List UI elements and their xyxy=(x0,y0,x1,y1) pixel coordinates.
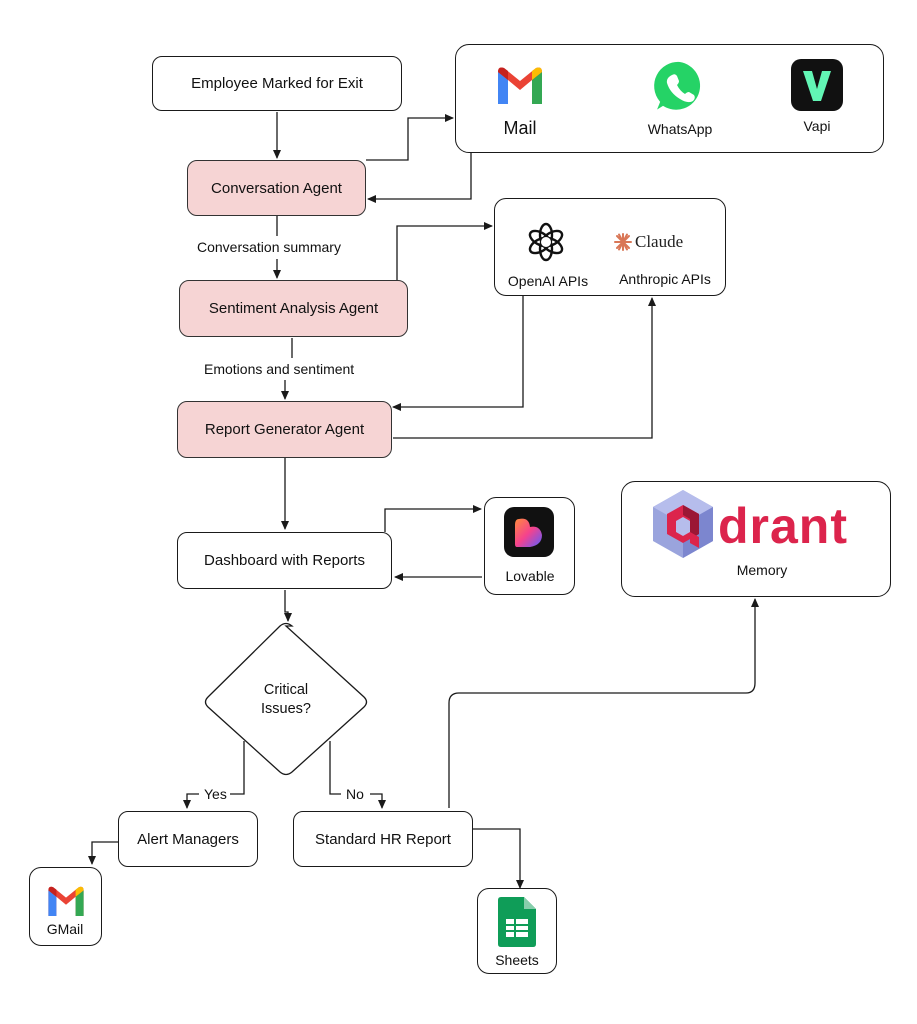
memory-label: Memory xyxy=(736,562,788,578)
report-agent-label: Report Generator Agent xyxy=(204,421,365,438)
edge-conversation-to-channels xyxy=(366,114,454,161)
gmail-small-icon xyxy=(48,886,84,916)
sheets-label: Sheets xyxy=(495,952,539,968)
openai-label: OpenAI APIs xyxy=(507,273,589,289)
edge-standard-to-memory xyxy=(448,598,759,808)
sheets-icon xyxy=(498,897,536,947)
decision-text: Critical Issues? xyxy=(236,681,336,719)
edge-decision-no xyxy=(329,741,341,795)
llm-group xyxy=(494,198,726,296)
vapi-icon xyxy=(791,59,843,111)
gmail-label: GMail xyxy=(46,921,84,937)
conversation-agent-node: Conversation Agent xyxy=(187,160,366,216)
decision-line-2: Issues? xyxy=(261,701,311,717)
report-agent-node: Report Generator Agent xyxy=(177,401,392,458)
lovable-icon xyxy=(504,507,554,557)
conversation-agent-label: Conversation Agent xyxy=(211,179,342,197)
edge-report-to-anthropic xyxy=(393,297,656,439)
standard-report-node: Standard HR Report xyxy=(293,811,473,867)
whatsapp-icon xyxy=(652,59,703,115)
standard-report-label: Standard HR Report xyxy=(315,830,451,848)
edge-channels-to-conversation xyxy=(367,153,472,203)
edge-openai-to-report xyxy=(392,296,524,411)
edge-label-emotions: Emotions and sentiment xyxy=(201,361,358,377)
edge-decision-yes xyxy=(229,741,245,795)
sentiment-agent-node: Sentiment Analysis Agent xyxy=(179,280,408,337)
claude-spark-icon xyxy=(614,233,632,251)
claude-logo-text: Claude xyxy=(635,232,684,251)
dashboard-label: Dashboard with Reports xyxy=(204,552,365,569)
sentiment-agent-label: Sentiment Analysis Agent xyxy=(208,300,379,317)
decision-line-1: Critical xyxy=(263,682,309,698)
gmail-node xyxy=(29,867,102,946)
edge-sentiment-to-llm xyxy=(396,222,493,280)
gmail-icon xyxy=(498,67,542,104)
edge-label-yes: Yes xyxy=(201,786,230,802)
edge-alert-to-gmail xyxy=(88,841,118,865)
alert-managers-node: Alert Managers xyxy=(118,811,258,867)
vapi-label: Vapi xyxy=(803,118,831,134)
edge-label-conversation-summary: Conversation summary xyxy=(194,239,344,255)
employee-exit-node: Employee Marked for Exit xyxy=(152,56,402,111)
claude-logo: Claude xyxy=(614,232,683,252)
qdrant-icon xyxy=(653,490,713,558)
dashboard-node: Dashboard with Reports xyxy=(177,532,392,589)
employee-exit-label: Employee Marked for Exit xyxy=(191,75,363,92)
anthropic-label: Anthropic APIs xyxy=(619,271,711,287)
whatsapp-label: WhatsApp xyxy=(647,121,713,137)
alert-managers-label: Alert Managers xyxy=(137,830,239,848)
lovable-label: Lovable xyxy=(505,568,555,584)
mail-label: Mail xyxy=(503,118,537,138)
openai-icon xyxy=(528,222,564,262)
qdrant-logo-text: drant xyxy=(718,498,848,554)
edge-standard-to-sheets xyxy=(473,828,524,889)
edge-label-no: No xyxy=(343,786,367,802)
edge-dashboard-to-lovable xyxy=(384,505,482,532)
edge-dashboard-to-decision xyxy=(284,590,292,622)
decision-diamond xyxy=(204,622,368,776)
